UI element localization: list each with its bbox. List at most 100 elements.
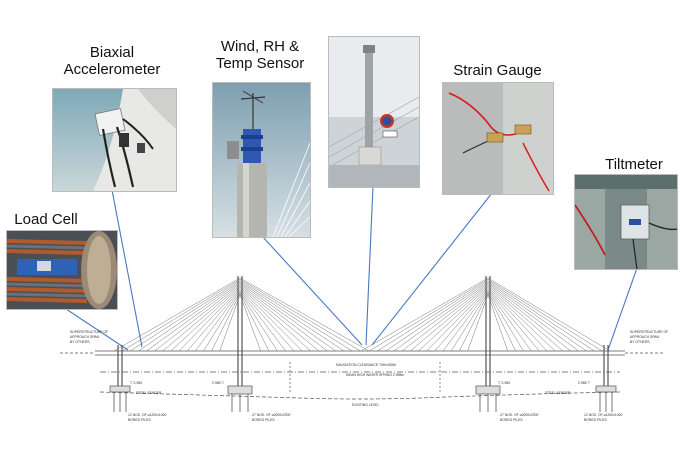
leader-tiltmeter <box>607 267 638 351</box>
label-tiltmeter: Tiltmeter <box>605 156 663 173</box>
stay-cable <box>122 279 241 352</box>
label-load-cell: Load Cell <box>14 211 78 228</box>
note-piles-right-tower-2: BORED PILES <box>500 418 523 422</box>
stay-cable <box>487 284 571 352</box>
stay-cable <box>195 290 241 352</box>
stay-cable <box>219 294 241 352</box>
note-piles-left-tower-2: BORED PILES <box>252 418 275 422</box>
note-steel-fender-right: STEEL FENDER <box>545 391 571 395</box>
note-right-superstructure-1: SUPERSTRUCTURE OF <box>630 330 668 334</box>
right-tower <box>485 276 491 386</box>
note-level-4: 2.985 ▽ <box>578 381 590 385</box>
stay-cable <box>377 280 489 352</box>
stay-cable <box>178 288 241 352</box>
stay-cable <box>487 293 516 352</box>
leader-accelerometer <box>111 189 143 348</box>
stay-cable <box>239 294 261 352</box>
stay-cable <box>434 289 489 352</box>
stay-cable <box>487 283 579 352</box>
stay-cable <box>418 286 489 352</box>
note-level-1: ▽ 2.985 <box>130 381 142 385</box>
stay-cable <box>154 284 241 352</box>
leader-strain-gauge <box>371 192 493 346</box>
stay-cable <box>487 279 603 352</box>
stay-cable <box>211 293 241 352</box>
stay-cable <box>239 285 320 352</box>
stay-cable <box>385 281 489 352</box>
note-level-3: ▽ 2.985 <box>498 381 510 385</box>
note-left-superstructure-3: BY OTHERS <box>70 340 90 344</box>
note-level-2: 2.985 ▽ <box>212 381 224 385</box>
note-right-superstructure-3: BY OTHERS <box>630 340 650 344</box>
drawing-annotations: SUPERSTRUCTURE OF APPROACH SPAN BY OTHER… <box>70 330 668 422</box>
stay-cable <box>130 280 241 352</box>
stay-cable <box>239 280 353 352</box>
stay-cable <box>487 294 508 352</box>
stay-cable <box>369 279 489 352</box>
leader-wind-sensor <box>261 235 363 346</box>
stay-cable <box>393 283 489 352</box>
stay-cable <box>487 277 611 352</box>
note-piles-left-outer-1: 12 NOS. OF ⌀1200x1000 <box>128 413 167 417</box>
stay-cables <box>113 277 611 352</box>
stay-cable <box>203 292 241 352</box>
stay-cable <box>239 293 270 352</box>
photo-deck-mast <box>328 36 420 188</box>
stay-cable <box>239 279 361 352</box>
photo-load-cell <box>6 230 118 310</box>
note-piles-left-tower-1: 27 NOS. OF ⌀2000x2000 <box>252 413 291 417</box>
stay-cable <box>487 286 556 352</box>
stay-cable <box>426 288 489 352</box>
label-biaxial-accelerometer: Biaxial Accelerometer <box>63 44 161 79</box>
note-piles-left-outer-2: BORED PILES <box>128 418 151 422</box>
left-tower <box>237 276 243 386</box>
stay-cable <box>467 294 489 352</box>
label-wind-rh-temp: Wind, RH & Temp Sensor <box>215 38 305 73</box>
note-left-superstructure-1: SUPERSTRUCTURE OF <box>70 330 108 334</box>
stay-cable <box>360 277 489 352</box>
stay-cable <box>487 280 595 352</box>
stay-cable <box>487 289 540 352</box>
stay-cable <box>487 288 548 352</box>
stay-cable <box>487 292 524 352</box>
leader-middle-photo <box>365 185 374 346</box>
note-right-superstructure-2: APPROACH SPAN <box>630 335 660 339</box>
stay-cable <box>459 293 489 352</box>
note-existing-level: EXISTING LEVEL <box>352 403 379 407</box>
note-piles-right-outer-2: BORED PILES <box>584 418 607 422</box>
note-steel-fender-left: STEEL FENDER <box>136 391 162 395</box>
stay-cable <box>239 286 311 352</box>
stay-cable <box>187 289 241 352</box>
note-mean-high-water: MEAN HIGH WATER SPRING 2.985m <box>346 373 404 377</box>
note-navigation-clearance: NAVIGATION CLEARANCE 70Hx450W <box>336 363 397 367</box>
stay-cable <box>487 281 587 352</box>
photo-biaxial-accelerometer <box>52 88 177 192</box>
stay-cable <box>239 281 345 352</box>
photo-wind-rh-temp-sensor <box>212 82 311 238</box>
stay-cable <box>239 284 328 352</box>
stay-cable <box>239 290 286 352</box>
bridge-elevation <box>60 276 665 412</box>
stay-cable <box>442 290 489 352</box>
stay-cable <box>162 285 241 352</box>
leader-load-cell <box>59 304 129 351</box>
stay-cable <box>239 289 295 352</box>
photo-tiltmeter <box>574 174 678 270</box>
stay-cable <box>239 277 370 352</box>
stay-cable <box>138 281 241 352</box>
stay-cable <box>239 292 278 352</box>
stay-cable <box>239 288 303 352</box>
stay-cable <box>113 277 241 352</box>
stay-cable <box>170 286 241 352</box>
stay-cable <box>487 290 532 352</box>
stay-cable <box>451 292 489 352</box>
label-strain-gauge: Strain Gauge <box>453 62 542 79</box>
stay-cable <box>146 283 241 352</box>
note-piles-right-tower-1: 27 NOS. OF ⌀2000x2000 <box>500 413 539 417</box>
photo-strain-gauge <box>442 82 554 195</box>
stay-cable <box>410 285 489 352</box>
stay-cable <box>239 283 336 352</box>
note-left-superstructure-2: APPROACH SPAN <box>70 335 100 339</box>
stay-cable <box>401 284 489 352</box>
